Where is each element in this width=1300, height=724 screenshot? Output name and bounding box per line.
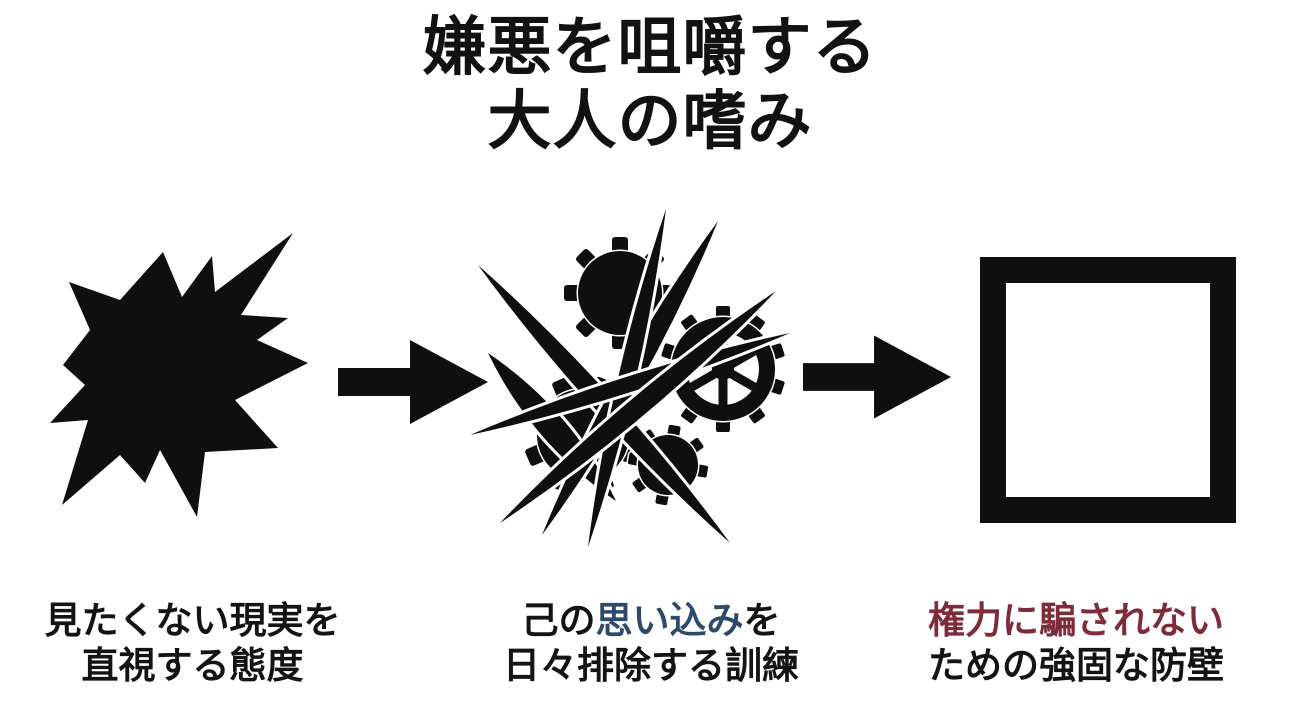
caption-step2-suffix: を [743,600,781,641]
page-title-line2: 大人の嗜み [487,85,813,158]
caption-step2-prefix: 己の [521,600,596,641]
caption-step2-line2: 日々排除する訓練 [503,645,799,687]
arrow-right-icon [803,333,953,421]
caption-step2: 己の思い込みを 日々排除する訓練 [455,598,847,688]
caption-step3-line2: ための強固な防壁 [928,645,1224,687]
caption-step1: 見たくない現実を 直視する態度 [0,598,385,688]
caption-step1-line2: 直視する態度 [81,645,304,687]
slashed-gears-icon [468,203,793,553]
starburst-explosion-icon [38,228,323,538]
page-title: 嫌悪を咀嚼する 大人の嗜み [0,10,1300,158]
caption-step3: 権力に騙されない ための強固な防壁 [880,598,1272,688]
caption-step2-highlight: 思い込み [595,600,744,641]
arrow-right-icon [338,338,490,426]
caption-step2-line1: 己の思い込みを [455,598,847,643]
caption-step1-line1: 見たくない現実を [44,600,341,641]
slash-blades [468,208,792,548]
caption-step3-line1: 権力に騙されない [928,600,1224,641]
square-outline-icon [980,257,1236,523]
page-title-line1: 嫌悪を咀嚼する [422,11,878,83]
